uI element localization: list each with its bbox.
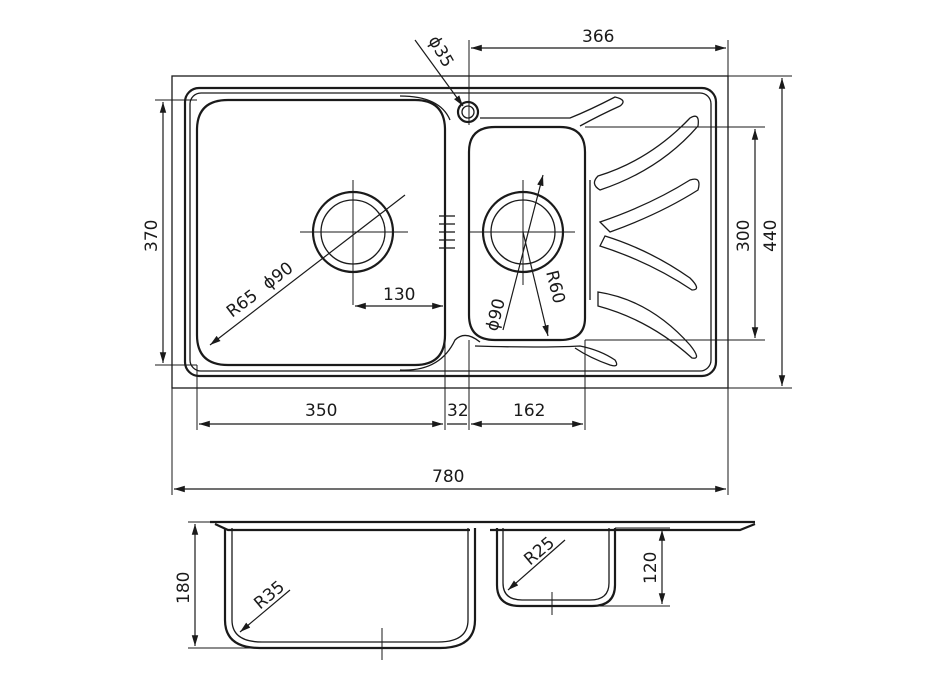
sink-outline [171, 75, 729, 389]
left-bowl-section [223, 528, 477, 650]
left-bowl [195, 98, 447, 367]
drainboard-ribs [589, 115, 700, 359]
dim-300: 300 [734, 220, 754, 252]
dim-440: 440 [761, 220, 781, 252]
dim-32: 32 [447, 401, 469, 421]
dim-dia-left: ϕ90 [259, 258, 297, 294]
dim-370: 370 [142, 220, 162, 252]
dim-dia-right: ϕ90 [482, 296, 509, 333]
tap-hole [456, 100, 480, 124]
dim-r35: R35 [250, 577, 288, 614]
dim-r60: R60 [541, 268, 568, 305]
dim-180: 180 [174, 572, 194, 604]
dim-162: 162 [513, 401, 545, 421]
dim-366: 366 [582, 27, 614, 47]
right-bowl-section [495, 528, 617, 608]
dim-r25: R25 [520, 533, 558, 570]
dim-130: 130 [383, 285, 415, 305]
overflow-slots [439, 215, 455, 249]
dim-tap-hole: ϕ35 [424, 33, 458, 71]
dim-350: 350 [305, 401, 337, 421]
drain-left [300, 180, 408, 305]
side-view: 180 R35 R25 120 [174, 520, 756, 660]
top-view: 366 ϕ35 370 300 440 R65 ϕ90 130 ϕ90 R60 … [142, 27, 792, 495]
dim-r65: R65 [223, 286, 262, 322]
dim-120: 120 [641, 552, 661, 584]
drain-right [470, 180, 575, 285]
right-bowl [467, 125, 587, 342]
dim-780: 780 [432, 467, 464, 487]
